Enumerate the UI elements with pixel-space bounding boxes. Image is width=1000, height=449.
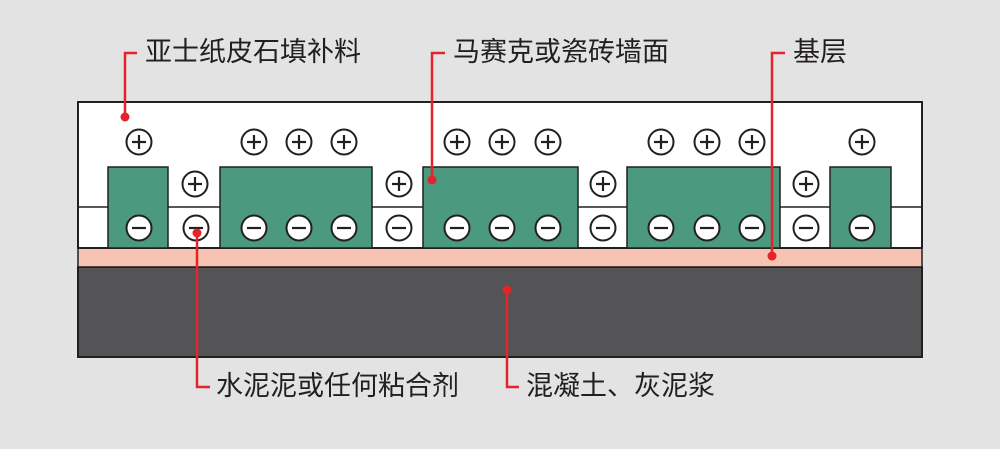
leader-dot-concrete	[502, 285, 512, 295]
minus-circle-icon	[443, 214, 471, 242]
leader-dot-mosaic	[427, 175, 437, 185]
leader-adhesive	[195, 233, 210, 389]
plus-circle-icon	[647, 128, 675, 156]
leader-base	[770, 51, 785, 256]
minus-circle-icon	[330, 214, 358, 242]
plus-circle-icon	[240, 128, 268, 156]
leader-dot-base	[767, 251, 777, 261]
leader-mosaic	[430, 51, 445, 180]
label-base: 基层	[793, 37, 847, 68]
plus-circle-icon	[738, 128, 766, 156]
plus-circle-icon	[848, 128, 876, 156]
plus-circle-icon	[534, 128, 562, 156]
minus-circle-icon	[792, 214, 820, 242]
plus-circle-icon	[589, 170, 617, 198]
charge-markers	[125, 128, 876, 242]
base-layer	[77, 247, 923, 268]
minus-circle-icon	[488, 214, 516, 242]
minus-circle-icon	[240, 214, 268, 242]
leader-dot-adhesive	[192, 228, 202, 238]
plus-circle-icon	[443, 128, 471, 156]
label-concrete: 混凝土、灰泥浆	[526, 371, 715, 402]
mosaic-tile-5	[829, 166, 892, 249]
label-mosaic: 马赛克或瓷砖墙面	[453, 37, 669, 68]
plus-circle-icon	[125, 128, 153, 156]
leader-filler	[123, 51, 137, 117]
plus-circle-icon	[285, 128, 313, 156]
leader-concrete	[505, 290, 519, 389]
leader-dots	[120, 112, 777, 295]
plus-circle-icon	[488, 128, 516, 156]
minus-circle-icon	[848, 214, 876, 242]
concrete-layer	[77, 266, 923, 358]
minus-circle-icon	[738, 214, 766, 242]
minus-circle-icon	[647, 214, 675, 242]
leader-lines	[123, 51, 785, 389]
minus-circle-icon	[125, 214, 153, 242]
plus-circle-icon	[693, 128, 721, 156]
minus-circle-icon	[589, 214, 617, 242]
minus-circle-icon	[693, 214, 721, 242]
minus-circle-icon	[385, 214, 413, 242]
label-adhesive: 水泥泥或任何粘合剂	[216, 371, 459, 402]
label-filler: 亚士纸皮石填补料	[145, 37, 361, 68]
plus-circle-icon	[385, 170, 413, 198]
minus-circle-icon	[285, 214, 313, 242]
minus-circle-icon	[534, 214, 562, 242]
plus-circle-icon	[792, 170, 820, 198]
plus-circle-icon	[330, 128, 358, 156]
leader-dot-filler	[120, 112, 130, 122]
plus-circle-icon	[181, 170, 209, 198]
